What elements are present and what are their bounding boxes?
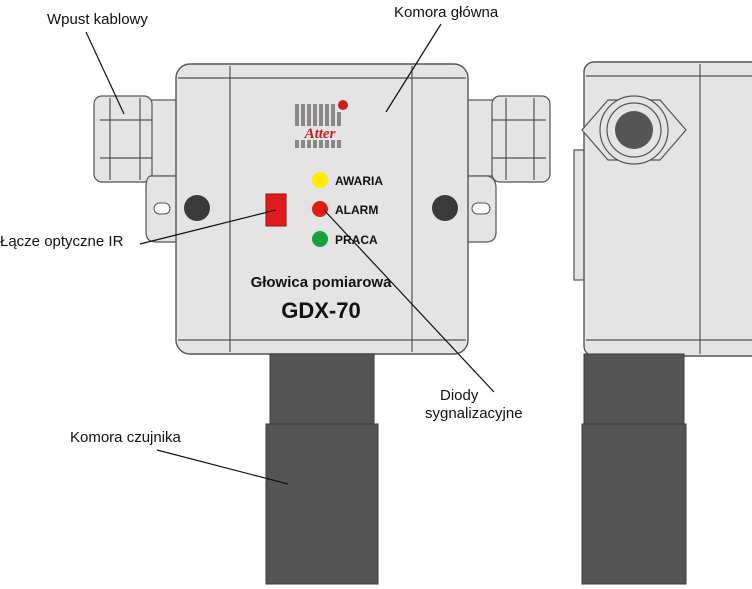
left-cable-gland: [93, 95, 181, 183]
sensor-chamber: [265, 353, 379, 585]
right-mount-slot: [471, 202, 491, 215]
callout-ir-link: Łącze optyczne IR: [0, 233, 124, 250]
leader-ir-link: [139, 209, 277, 245]
callout-main-chamber: Komora główna: [394, 4, 499, 21]
device-model: GDX-70: [281, 298, 360, 323]
callout-sensor-chamber: Komora czujnika: [70, 429, 182, 446]
led-group: AWARIA ALARM PRACA: [312, 172, 383, 247]
led-alarm-indicator: [312, 201, 328, 217]
atter-logo-text: Atter: [304, 126, 336, 142]
led-awaria-label: AWARIA: [335, 174, 383, 188]
atter-logo: Atter: [293, 100, 349, 148]
callout-cable-gland: Wpust kablowy: [47, 11, 148, 28]
side-view: [573, 61, 752, 585]
leader-sensor-chamber: [156, 449, 289, 485]
left-mount-slot: [153, 202, 171, 215]
callout-signal-diodes-line1: Diody: [440, 387, 479, 404]
side-cable-gland: [581, 95, 687, 165]
front-view: Atter AWARIA ALARM PRACA Głowica pomiaro…: [93, 63, 551, 585]
side-sensor-chamber: [581, 353, 687, 585]
leader-signal-diodes: [323, 209, 495, 393]
led-alarm-label: ALARM: [335, 203, 378, 217]
right-screw: [432, 195, 458, 221]
led-praca-indicator: [312, 231, 328, 247]
right-cable-gland: [465, 95, 551, 183]
device-title: Głowica pomiarowa: [251, 274, 393, 291]
callouts: Wpust kablowy Komora główna Łącze optycz…: [0, 4, 523, 485]
left-screw: [184, 195, 210, 221]
led-awaria-indicator: [312, 172, 328, 188]
led-praca-label: PRACA: [335, 233, 378, 247]
callout-signal-diodes-line2: sygnalizacyjne: [425, 405, 523, 422]
leader-cable-gland: [85, 31, 125, 115]
leader-main-chamber: [385, 23, 442, 113]
